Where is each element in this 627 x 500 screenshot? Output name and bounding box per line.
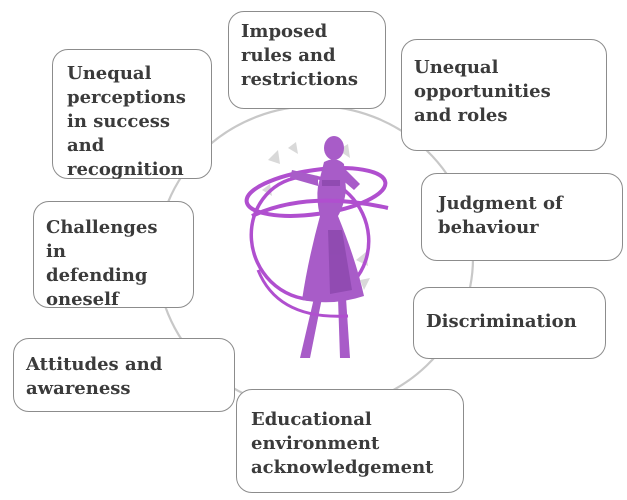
factor-label: Challenges in defending oneself <box>46 217 158 310</box>
factor-imposed-rules-box: Imposed rules and restrictions <box>228 11 386 109</box>
factor-unequal-perceptions-box: Unequal perceptions in success and recog… <box>52 49 212 180</box>
hula-hoop-dancer-icon <box>244 136 389 358</box>
factor-challenges-box: Challenges in defending oneself <box>33 201 194 310</box>
factor-judgment-box: Judgment of behaviour <box>421 173 623 261</box>
factor-attitudes-box: Attitudes and awareness <box>13 338 235 412</box>
factor-discrimination-box: Discrimination <box>413 287 606 359</box>
factor-label: Educational environment acknowledgement <box>251 409 434 478</box>
factor-label: Imposed rules and restrictions <box>241 21 359 90</box>
factor-educational-environment-box: Educational environment acknowledgement <box>236 389 464 493</box>
factor-label: Attitudes and awareness <box>26 354 163 399</box>
factor-label: Judgment of behaviour <box>438 193 563 238</box>
factor-label: Unequal perceptions in success and recog… <box>67 63 186 180</box>
factor-label: Discrimination <box>426 311 577 332</box>
factor-label: Unequal opportunities and roles <box>414 57 551 126</box>
factor-unequal-opportunities-box: Unequal opportunities and roles <box>401 39 607 151</box>
